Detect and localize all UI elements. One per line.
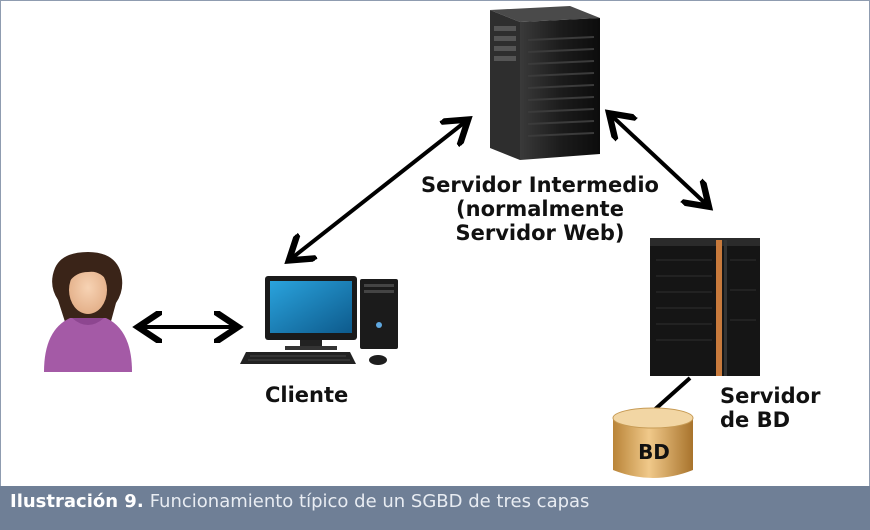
user-person-icon — [44, 252, 132, 372]
client-label: Cliente — [265, 383, 349, 407]
middle-server-label-line2: (normalmente — [456, 197, 624, 221]
middle-server-label-line1: Servidor Intermedio — [421, 173, 659, 197]
db-server-label: Servidor de BD — [720, 384, 820, 432]
middle-server-label: Servidor Intermedio (normalmente Servido… — [405, 173, 675, 245]
caption-prefix: Ilustración 9. — [10, 491, 144, 512]
link-db-server-database — [650, 376, 692, 414]
caption-text: Funcionamiento típico de un SGBD de tres… — [149, 491, 590, 512]
arrow-client-middle-server — [292, 122, 465, 258]
middle-server-label-line3: Servidor Web) — [455, 221, 625, 245]
db-server-rack-icon — [650, 238, 760, 376]
client-computer-icon — [240, 276, 398, 365]
database-label: BD — [638, 440, 670, 464]
figure-caption: Ilustración 9.Funcionamiento típico de u… — [0, 486, 870, 530]
db-server-label-line1: Servidor — [720, 384, 821, 408]
database-cylinder-icon — [612, 407, 694, 478]
arrow-middle-server-db-server — [612, 116, 706, 204]
diagram-canvas — [44, 6, 760, 478]
db-server-label-line2: de BD — [720, 408, 791, 432]
middle-server-tower-icon — [490, 6, 600, 160]
